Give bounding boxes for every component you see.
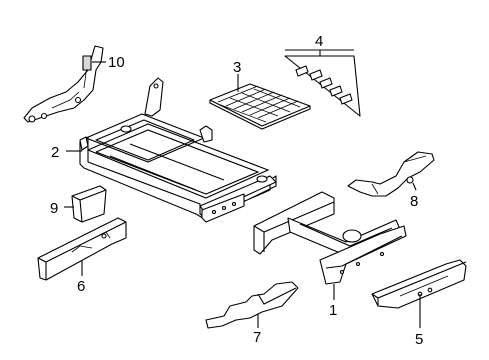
- part-8-bracket: [347, 151, 435, 197]
- part-1-seat-track: [253, 191, 407, 285]
- callout-1: 1: [329, 302, 337, 319]
- part-3-spring-mat: [209, 83, 311, 130]
- part-2-seat-frame: [79, 77, 277, 223]
- callout-3: 3: [233, 59, 241, 76]
- part-7-lower-bracket: [205, 281, 299, 329]
- part-6-side-panel: [37, 217, 127, 281]
- callout-2: 2: [51, 144, 59, 161]
- part-5-trim-cover: [371, 259, 467, 309]
- callout-9: 9: [50, 200, 58, 217]
- callout-6: 6: [77, 278, 85, 295]
- part-9-bin: [71, 185, 107, 223]
- callout-10: 10: [108, 54, 125, 71]
- part-10-side-bracket: [23, 45, 104, 123]
- callout-4: 4: [315, 33, 323, 50]
- callout-8: 8: [410, 193, 418, 210]
- callout-7: 7: [253, 329, 261, 346]
- part-4-bolt-kit: [284, 55, 361, 117]
- callout-5: 5: [415, 331, 423, 348]
